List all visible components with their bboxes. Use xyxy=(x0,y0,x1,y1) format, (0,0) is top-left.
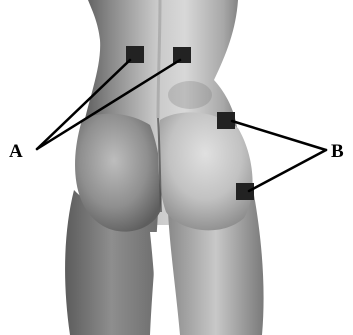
right-buttock xyxy=(158,112,253,230)
label-b: B xyxy=(331,141,344,162)
lower-back-shadow xyxy=(168,81,212,109)
label-a: A xyxy=(9,141,23,162)
marker-a-right xyxy=(173,47,191,63)
marker-b-lower xyxy=(236,183,254,200)
